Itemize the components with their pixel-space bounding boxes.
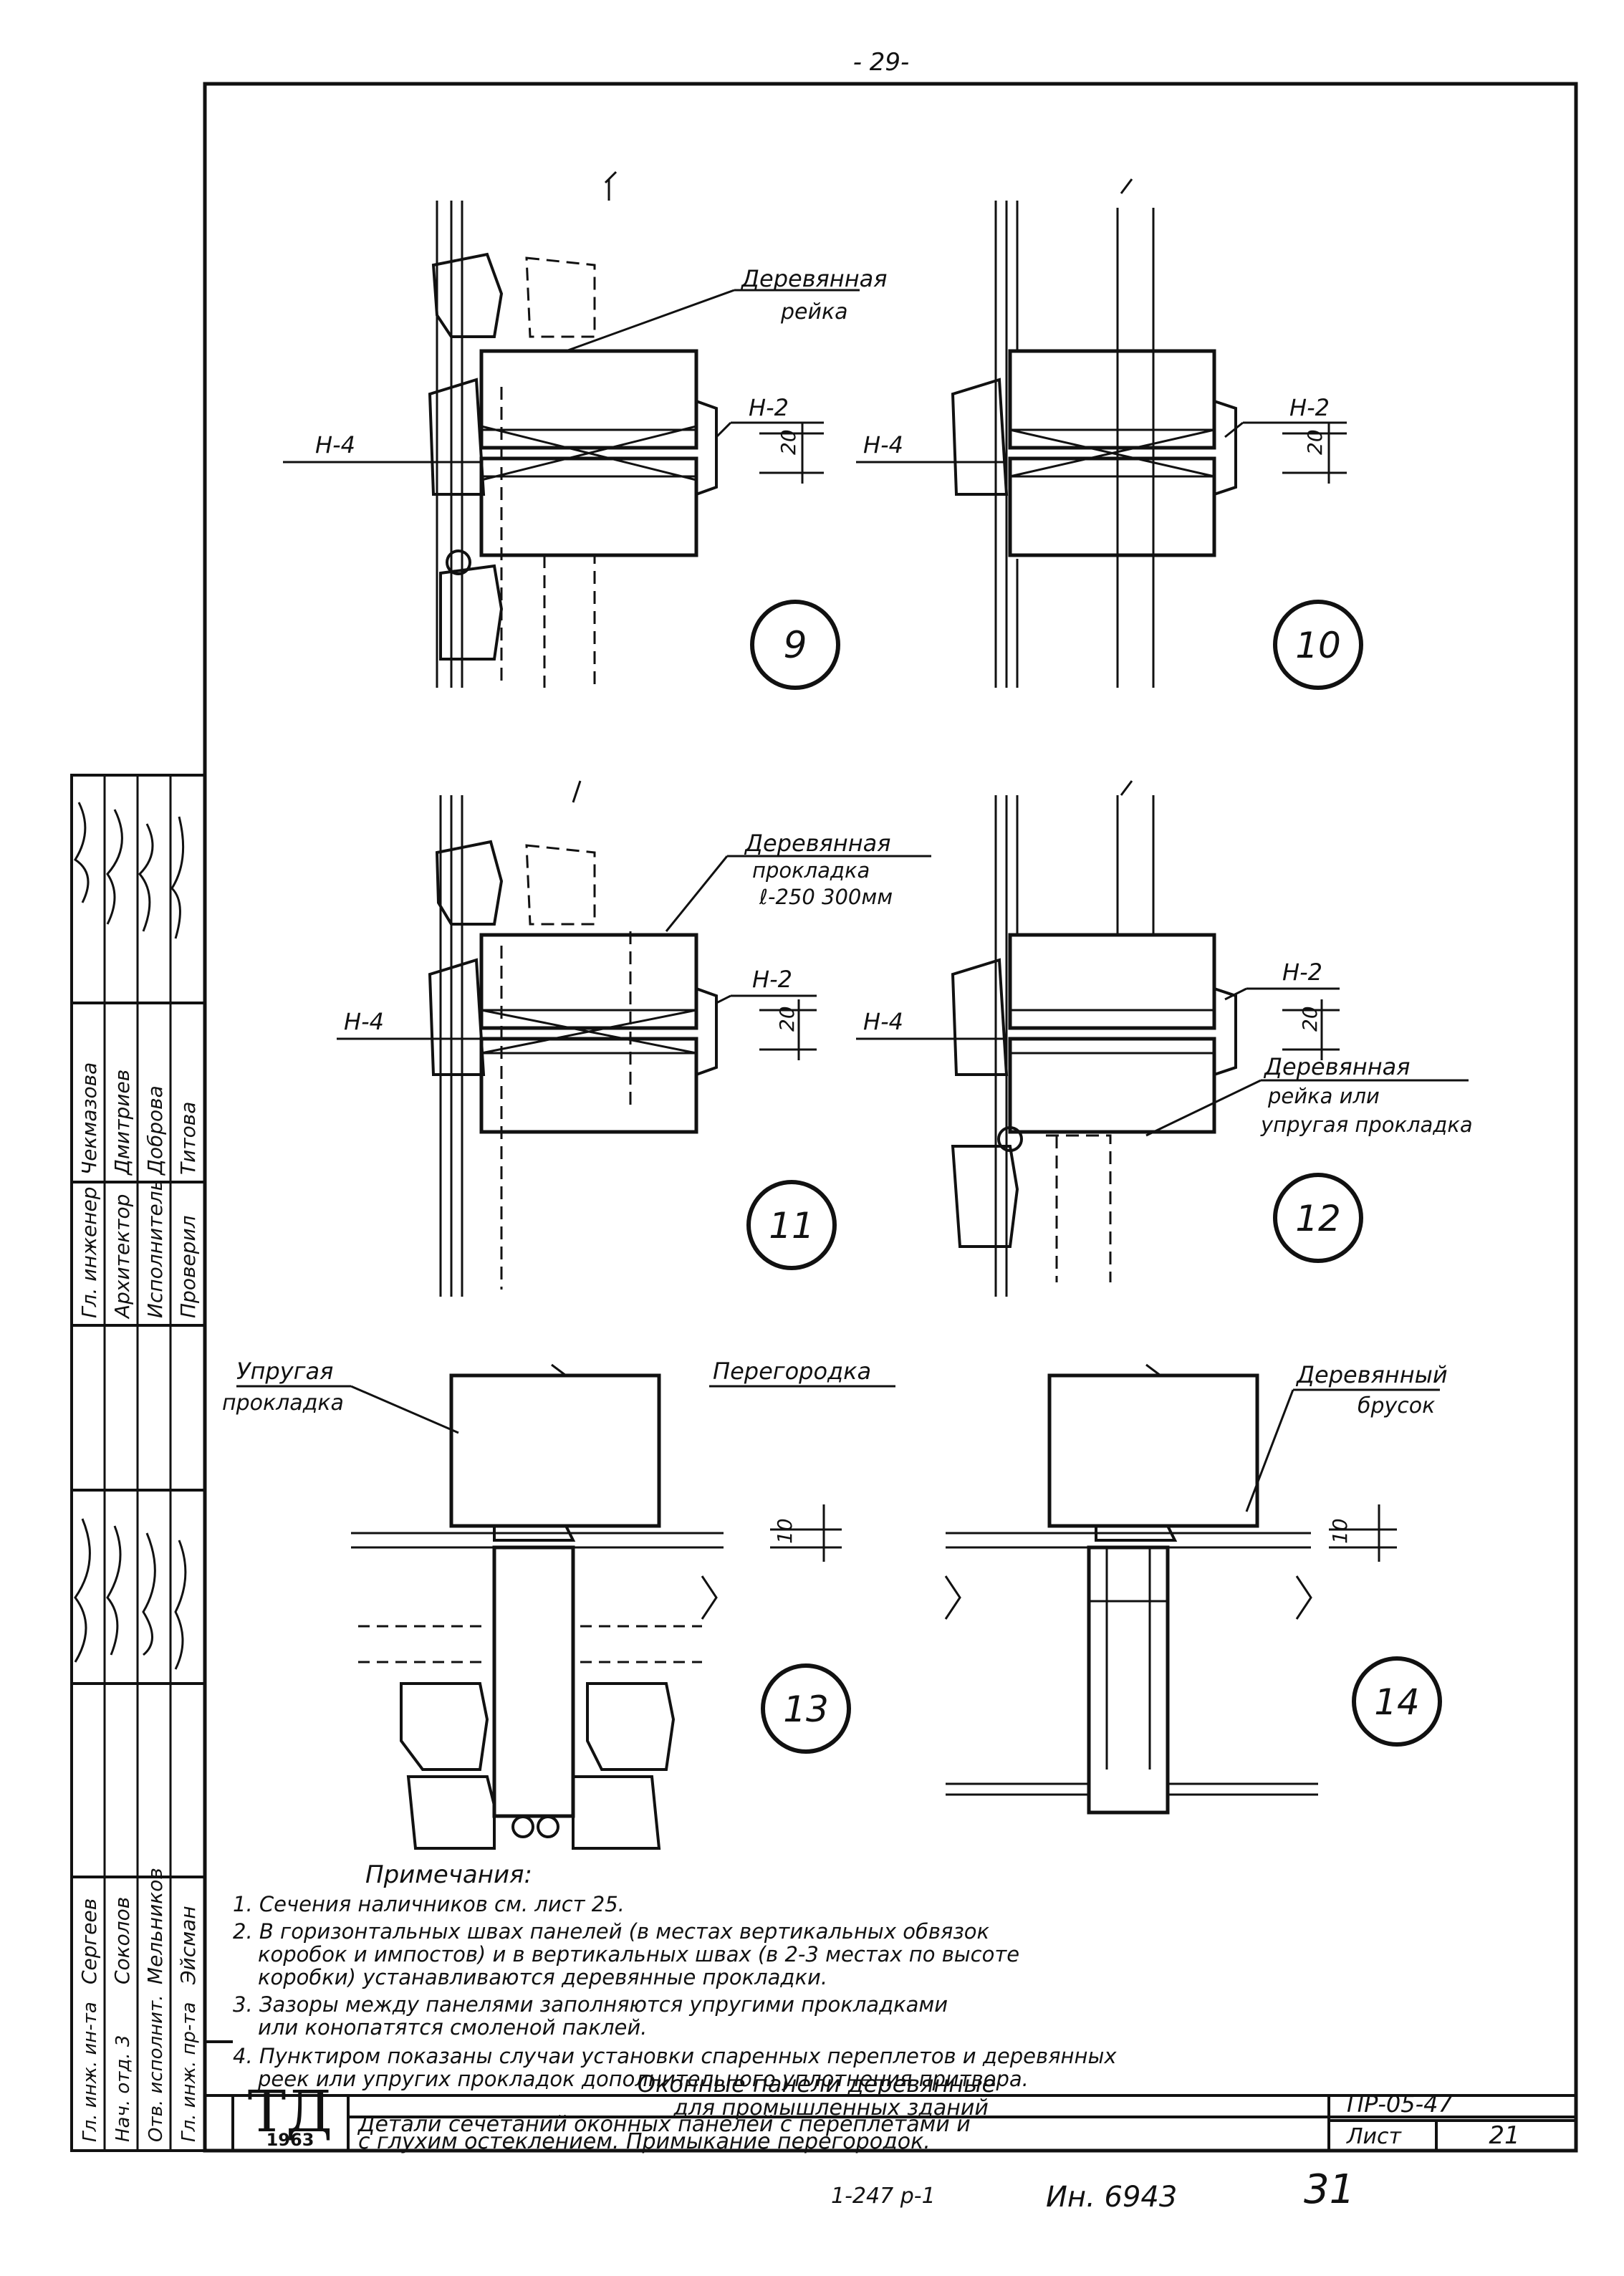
detail-9-callout-1: Деревянная [740, 265, 888, 292]
detail-9-dim: 20 [777, 429, 800, 455]
note-line-4: коробки) устанавливаются деревянные прок… [258, 1965, 827, 1989]
title-logo: ТД [248, 2078, 332, 2145]
role-upper-3: Исполнитель [143, 1179, 167, 1318]
role-lower-2: Нач. отд. 3 [112, 2035, 134, 2142]
page-number: - 29- [853, 48, 910, 77]
name-lower-1: Сергеев [77, 1898, 101, 1984]
detail-14: Деревянный брусок 10 14 [944, 1361, 1448, 1815]
detail-12-callout-1: Деревянная [1263, 1053, 1411, 1080]
note-line-1: 1. Сечения наличников см. лист 25. [233, 1892, 625, 1916]
detail-11-dim: 20 [775, 1006, 799, 1032]
detail-14-callout-2: брусок [1358, 1393, 1435, 1418]
sheet-frame [203, 82, 1578, 2153]
signature-marks [73, 802, 187, 1670]
detail-11-marker [746, 1180, 837, 1270]
notes: Примечания: 1. Сечения наличников см. ли… [233, 1860, 1117, 2091]
detail-9-right-label: Н-2 [749, 394, 789, 421]
name-upper-4: Титова [176, 1102, 200, 1175]
title-year: 1963 [266, 2130, 314, 2150]
role-lower-1: Гл. инж. ин-та [80, 2002, 101, 2142]
name-lower-3: Мельников [143, 1868, 167, 1984]
footer-inventory: Ин. 6943 [1046, 2181, 1177, 2214]
detail-11-callout-3: ℓ-250 300мм [759, 885, 893, 909]
detail-10: Н-4 Н-2 20 10 [856, 178, 1363, 690]
note-line-5: 3. Зазоры между панелями заполняются упр… [233, 1992, 948, 2017]
name-upper-2: Дмитриев [110, 1070, 134, 1176]
detail-9-id: 9 [783, 624, 807, 667]
name-lower-4: Эйсман [176, 1906, 200, 1985]
detail-10-marker [1273, 600, 1363, 690]
footer-series: 1-247 р-1 [831, 2184, 936, 2209]
detail-9: Деревянная рейка Н-4 Н-2 20 9 [283, 171, 888, 690]
note-line-7: 4. Пунктиром показаны случаи установки с… [233, 2044, 1117, 2068]
role-lower-4: Гл. инж. пр-та [178, 2002, 200, 2142]
detail-11-callout-2: прокладка [752, 858, 870, 883]
detail-12-right-label: Н-2 [1282, 959, 1322, 986]
side-stamp: Гл. инженер Архитектор Исполнитель Прове… [72, 775, 205, 2151]
detail-14-dim: 10 [1328, 1518, 1352, 1544]
detail-12-marker [1273, 1173, 1363, 1263]
detail-11-right-label: Н-2 [752, 966, 792, 993]
detail-11-callout-1: Деревянная [744, 830, 891, 857]
detail-13-left-callout-1: Упругая [236, 1358, 333, 1385]
detail-13: Упругая прокладка Перегородка 10 13 [222, 1358, 895, 1850]
sheet-number: 21 [1489, 2121, 1519, 2150]
note-line-3: коробок и импостов) и в вертикальных шва… [258, 1942, 1019, 1967]
detail-12-callout-3: упругая прокладка [1260, 1113, 1473, 1137]
detail-9-left-label: Н-4 [315, 431, 355, 458]
name-upper-3: Доброва [143, 1085, 167, 1176]
detail-13-left-callout-2: прокладка [222, 1391, 344, 1416]
subtitle-line-2: с глухим остеклением. Примыкание перегор… [358, 2129, 931, 2154]
detail-12-callout-2: рейка или [1267, 1084, 1380, 1108]
detail-13-marker [761, 1663, 851, 1754]
detail-11-left-label: Н-4 [344, 1008, 384, 1035]
detail-10-left-label: Н-4 [863, 431, 903, 458]
detail-13-dim: 10 [773, 1518, 797, 1544]
title-line-2: для промышленных зданий [673, 2095, 989, 2121]
detail-13-id: 13 [783, 1689, 829, 1730]
subtitle-line-1: Детали сечетаний оконных панелей с переп… [357, 2112, 971, 2137]
footer-page: 31 [1304, 2166, 1355, 2213]
detail-9-callout-2: рейка [780, 299, 848, 325]
detail-14-id: 14 [1374, 1681, 1420, 1723]
note-line-2: 2. В горизонтальных швах панелей (в мест… [233, 1919, 990, 1944]
drawing-code: ПР-05-47 [1347, 2090, 1454, 2118]
detail-13-right-callout: Перегородка [713, 1358, 871, 1385]
role-lower-3: Отв. исполнит. [145, 1995, 167, 2143]
detail-11-id: 11 [769, 1205, 815, 1247]
detail-14-callout-1: Деревянный [1295, 1361, 1448, 1388]
note-line-8: реек или упругих прокладок дополнительно… [257, 2067, 1029, 2091]
detail-10-dim: 20 [1303, 429, 1327, 455]
role-upper-4: Проверил [176, 1215, 200, 1318]
detail-12-dim: 20 [1298, 1006, 1322, 1032]
detail-12-left-label: Н-4 [863, 1008, 903, 1035]
name-lower-2: Соколов [110, 1897, 134, 1984]
detail-14-marker [1352, 1656, 1442, 1747]
role-upper-1: Гл. инженер [77, 1186, 101, 1318]
title-block: ТД 1963 Оконные панели деревянные для пр… [203, 2040, 1576, 2154]
name-upper-1: Чекмазова [77, 1062, 101, 1175]
detail-11: Деревянная прокладка ℓ-250 300мм Н-4 Н-2… [337, 780, 931, 1297]
notes-title: Примечания: [365, 1860, 532, 1889]
role-upper-2: Архитектор [110, 1194, 134, 1320]
detail-12-id: 12 [1295, 1198, 1341, 1239]
detail-12: Н-4 Н-2 20 Деревянная рейка или упругая … [856, 780, 1473, 1297]
note-line-6: или конопатятся смоленой паклей. [258, 2015, 647, 2040]
sheet-label: Лист [1346, 2124, 1403, 2149]
detail-9-marker [750, 600, 840, 690]
detail-10-right-label: Н-2 [1289, 394, 1330, 421]
detail-10-id: 10 [1295, 625, 1341, 666]
title-line-1: Оконные панели деревянные [638, 2070, 996, 2098]
